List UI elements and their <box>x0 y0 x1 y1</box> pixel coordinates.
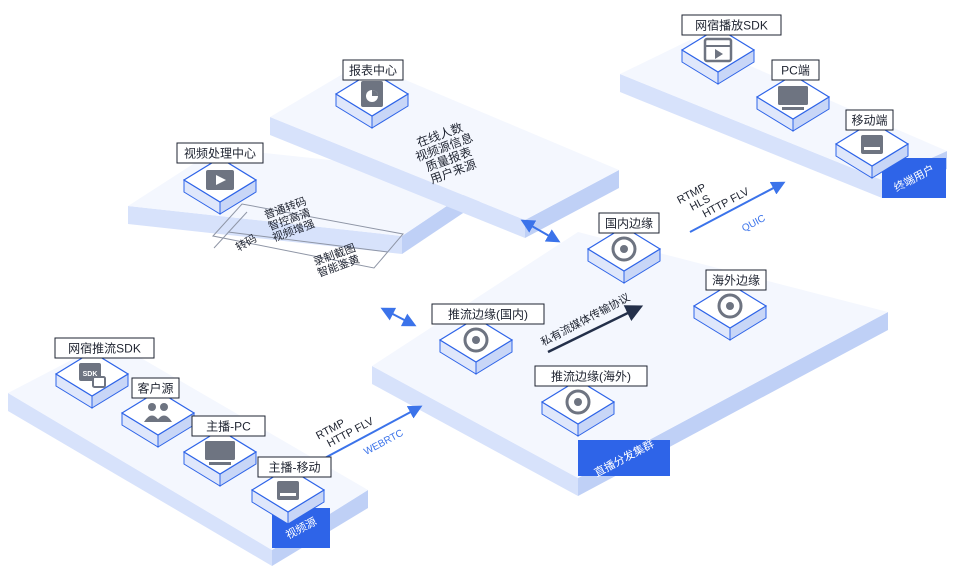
push-sdk-tile[interactable]: SDK <box>54 351 130 409</box>
svg-text:客户源: 客户源 <box>137 381 173 396</box>
push-edge-domestic-label: 推流边缘(国内) <box>431 303 545 325</box>
report-center-icon <box>361 81 383 107</box>
svg-text:移动端: 移动端 <box>851 114 887 128</box>
svg-text:主播-移动: 主播-移动 <box>269 461 321 475</box>
overseas-edge-label: 海外边缘 <box>705 269 767 291</box>
end-user-badge: 终端用户 <box>882 158 946 198</box>
domestic-edge-label: 国内边缘 <box>598 212 660 234</box>
report-center-label: 报表中心 <box>342 59 404 81</box>
anchor-pc-icon <box>205 441 235 465</box>
svg-text:推流边缘(国内): 推流边缘(国内) <box>448 308 528 322</box>
svg-text:网宿推流SDK: 网宿推流SDK <box>68 341 141 356</box>
report-center-tile[interactable] <box>334 71 410 129</box>
svg-text:视频处理中心: 视频处理中心 <box>184 146 256 161</box>
mobile-end-label: 移动端 <box>845 109 894 131</box>
svg-text:国内边缘: 国内边缘 <box>605 217 653 231</box>
pc-end-label: PC端 <box>771 59 820 81</box>
push-sdk-icon: SDK <box>79 363 106 388</box>
push-edge-domestic-tile[interactable] <box>438 317 514 375</box>
svg-text:PC端: PC端 <box>781 64 810 78</box>
domestic-edge-tile[interactable] <box>586 226 662 284</box>
private-protocol-arrow <box>547 305 644 354</box>
push-edge-overseas-label: 推流边缘(海外) <box>534 365 648 387</box>
anchor-pc-label: 主播-PC <box>191 415 266 437</box>
play-sdk-tile[interactable] <box>680 27 756 85</box>
customer-source-icon <box>144 403 172 422</box>
video-center-tile[interactable] <box>182 157 258 215</box>
anchor-pc-tile[interactable] <box>182 429 258 487</box>
anchor-mobile-label: 主播-移动 <box>257 456 332 478</box>
push-edge-domestic-icon <box>463 327 489 353</box>
video-transcode-table <box>212 203 404 269</box>
video-center-icon <box>206 170 234 190</box>
svg-text:SDK: SDK <box>83 371 98 378</box>
svg-text:推流边缘(海外): 推流边缘(海外) <box>551 369 631 384</box>
output-protocols: RTMP HLS HTTP FLV <box>675 182 752 221</box>
distribution-badge: 直播分发集群 <box>578 436 670 480</box>
output-under: QUIC <box>740 213 767 234</box>
output-arrow <box>689 181 786 233</box>
push-edge-overseas-icon <box>565 389 591 415</box>
anchor-mobile-icon <box>277 481 299 500</box>
svg-text:网宿播放SDK: 网宿播放SDK <box>695 18 768 33</box>
svg-text:主播-PC: 主播-PC <box>206 420 251 434</box>
input-under: WEBRTC <box>362 428 405 458</box>
report-link-arrow <box>520 219 561 243</box>
mobile-end-icon <box>861 135 883 154</box>
input-arrow <box>320 405 423 461</box>
video-link-arrow <box>380 307 417 327</box>
overseas-edge-tile[interactable] <box>692 283 768 341</box>
mobile-end-tile[interactable] <box>834 121 910 179</box>
push-sdk-label: 网宿推流SDK <box>54 337 155 359</box>
pc-end-tile[interactable] <box>755 74 831 132</box>
svg-text:报表中心: 报表中心 <box>349 63 397 78</box>
domestic-edge-icon <box>611 236 637 262</box>
video-center-label: 视频处理中心 <box>176 142 264 164</box>
play-sdk-icon <box>703 37 733 63</box>
anchor-mobile-tile[interactable] <box>250 467 326 525</box>
pc-end-icon <box>778 86 808 110</box>
svg-text:海外边缘: 海外边缘 <box>712 273 760 288</box>
play-sdk-label: 网宿播放SDK <box>681 14 782 36</box>
push-edge-overseas-tile[interactable] <box>540 379 616 437</box>
overseas-edge-icon <box>717 293 743 319</box>
customer-source-label: 客户源 <box>131 377 180 399</box>
